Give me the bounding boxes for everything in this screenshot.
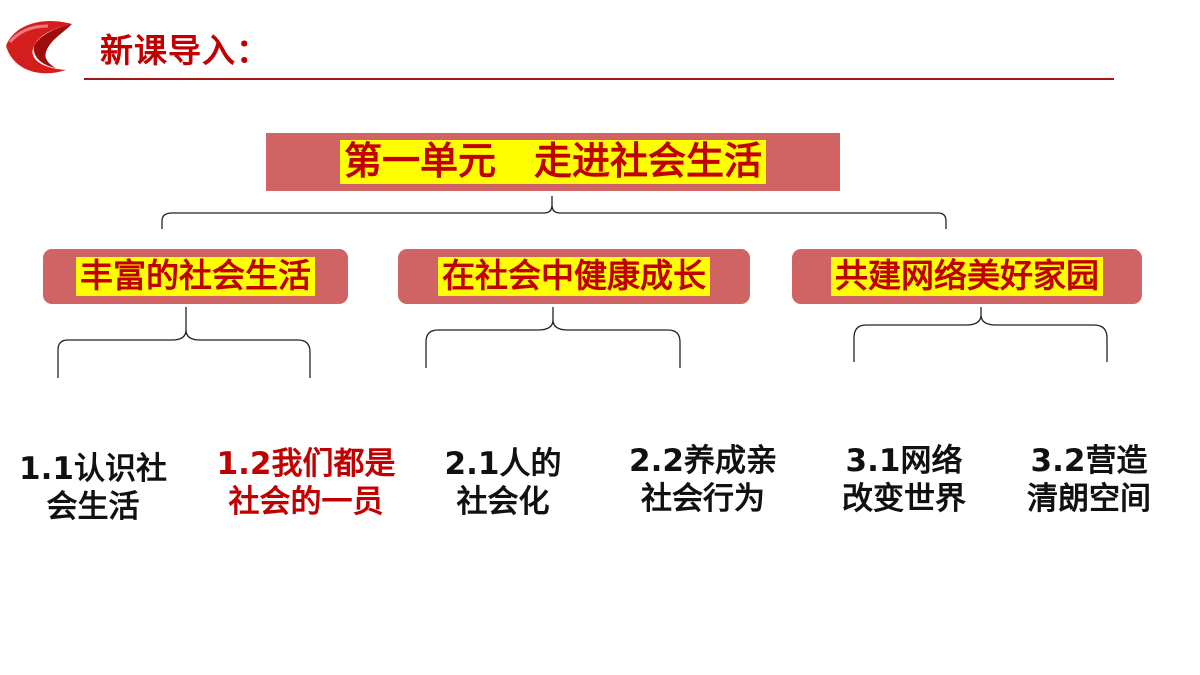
branch-node-label: 共建网络美好家园	[831, 257, 1103, 296]
branch-node-1: 丰富的社会生活	[43, 249, 348, 304]
leaf-line-1: 3.2营造	[1030, 443, 1148, 479]
leaf-line-2: 社会的一员	[228, 484, 384, 520]
branch-node-label: 在社会中健康成长	[438, 257, 710, 296]
root-node: 第一单元 走进社会生活	[266, 133, 840, 191]
branch-2-bracket	[425, 307, 681, 368]
branch-1-bracket	[57, 307, 311, 378]
leaf-line-2: 会生活	[46, 489, 140, 525]
root-node-label: 第一单元 走进社会生活	[339, 140, 766, 184]
leaf-line-2: 社会行为	[641, 481, 765, 517]
leaf-node-1-1: 1.1认识社 会生活	[0, 450, 193, 526]
ribbon-logo-icon	[6, 20, 72, 74]
leaf-line-1: 1.1认识社	[19, 451, 167, 487]
leaf-line-2: 社会化	[456, 484, 550, 520]
branch-node-3: 共建网络美好家园	[792, 249, 1142, 304]
leaf-node-3-2: 3.2营造 清朗空间	[989, 442, 1189, 518]
header-divider	[84, 78, 1114, 80]
leaf-node-2-2: 2.2养成亲 社会行为	[603, 442, 803, 518]
leaf-line-1: 1.2我们都是	[216, 446, 396, 482]
leaf-node-3-1: 3.1网络 改变世界	[804, 442, 1004, 518]
leaf-node-1-2: 1.2我们都是 社会的一员	[206, 445, 406, 521]
branch-3-bracket	[853, 307, 1108, 362]
branch-node-label: 丰富的社会生活	[76, 257, 315, 296]
page-title: 新课导入：	[100, 31, 270, 70]
leaf-line-1: 2.2养成亲	[629, 443, 777, 479]
leaf-line-1: 2.1人的	[444, 446, 562, 482]
leaf-line-2: 清朗空间	[1027, 481, 1151, 517]
leaf-node-2-1: 2.1人的 社会化	[403, 445, 603, 521]
branch-node-2: 在社会中健康成长	[398, 249, 750, 304]
leaf-line-1: 3.1网络	[845, 443, 963, 479]
root-bracket	[161, 196, 947, 229]
leaf-line-2: 改变世界	[842, 481, 966, 517]
